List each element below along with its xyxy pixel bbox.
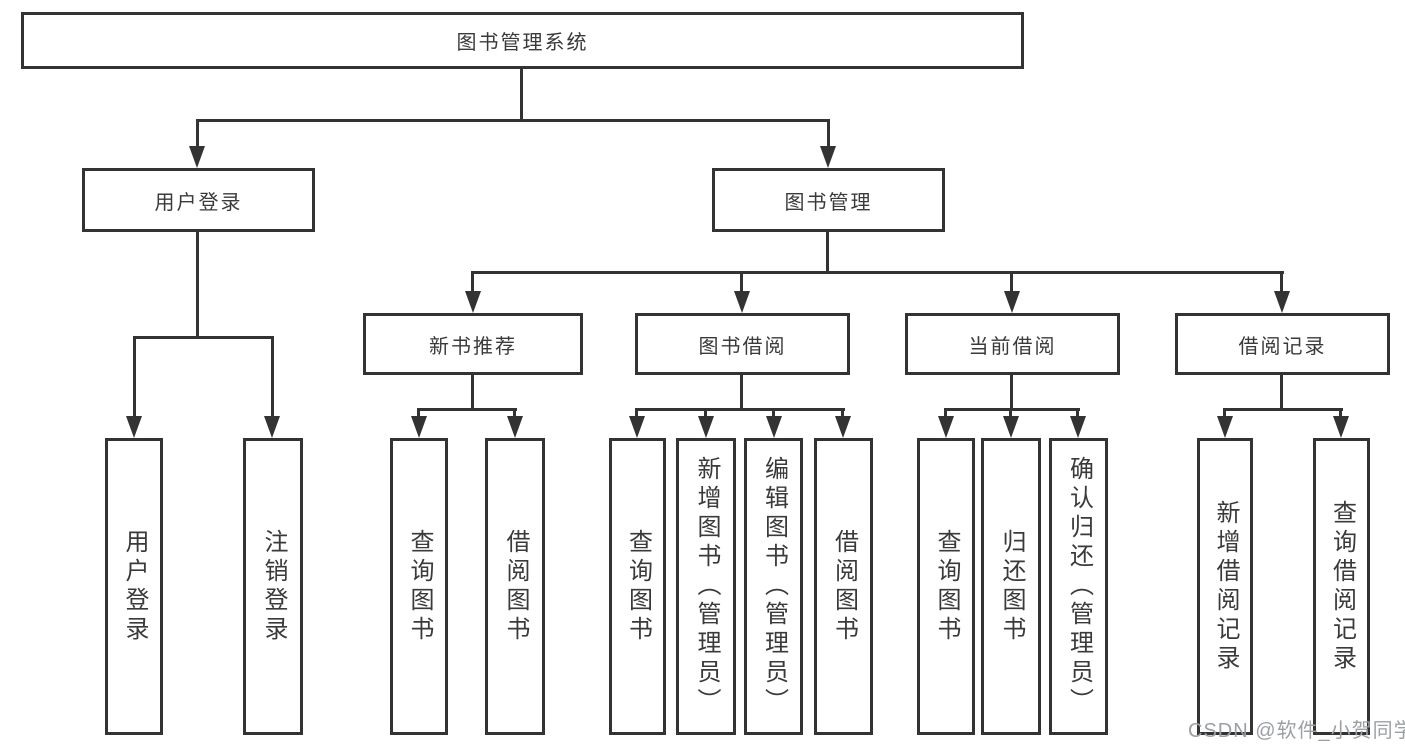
connector-line bbox=[841, 408, 844, 422]
arrowhead-down-icon bbox=[126, 416, 142, 438]
leaf-query-books-borrow-label: 查询图书 bbox=[624, 528, 652, 645]
leaf-edit-book-admin: 编辑图书（管理员） bbox=[744, 438, 803, 735]
node-user-login: 用户登录 bbox=[82, 168, 315, 232]
connector-line bbox=[196, 119, 830, 122]
connector-line bbox=[417, 408, 517, 411]
node-current-borrow-label: 当前借阅 bbox=[968, 335, 1057, 358]
leaf-add-book-admin-label: 新增图书（管理员） bbox=[693, 456, 720, 717]
leaf-query-books-current-label: 查询图书 bbox=[933, 528, 960, 645]
leaf-query-borrow-record: 查询借阅记录 bbox=[1313, 438, 1370, 735]
connector-line bbox=[471, 375, 474, 411]
arrowhead-down-icon bbox=[1217, 416, 1233, 438]
leaf-query-borrow-record-label: 查询借阅记录 bbox=[1328, 499, 1356, 674]
node-new-book-recommend: 新书推荐 bbox=[363, 313, 583, 375]
node-current-borrow: 当前借阅 bbox=[905, 313, 1120, 375]
leaf-logout: 注销登录 bbox=[243, 438, 303, 735]
connector-line bbox=[1010, 375, 1013, 411]
connector-line bbox=[944, 408, 1080, 411]
arrowhead-down-icon bbox=[411, 416, 427, 438]
leaf-confirm-return-admin-label: 确认归还（管理员） bbox=[1065, 456, 1093, 717]
arrowhead-down-icon bbox=[189, 146, 205, 168]
leaf-query-books-recommend: 查询图书 bbox=[390, 438, 448, 735]
arrowhead-down-icon bbox=[734, 291, 750, 313]
connector-line bbox=[826, 232, 829, 274]
arrowhead-down-icon bbox=[835, 416, 851, 438]
arrowhead-down-icon bbox=[1004, 291, 1020, 313]
connector-line bbox=[271, 336, 274, 416]
connector-line bbox=[133, 336, 136, 416]
connector-line bbox=[196, 119, 199, 152]
node-root-label: 图书管理系统 bbox=[456, 32, 589, 54]
leaf-add-borrow-record: 新增借阅记录 bbox=[1197, 438, 1253, 735]
connector-line bbox=[471, 271, 1284, 274]
arrowhead-down-icon bbox=[820, 146, 836, 168]
leaf-query-books-recommend-label: 查询图书 bbox=[406, 528, 433, 645]
connector-line bbox=[1339, 408, 1342, 422]
leaf-borrow-books-recommend: 借阅图书 bbox=[485, 438, 545, 735]
leaf-return-book: 归还图书 bbox=[981, 438, 1041, 735]
leaf-borrow-books-recommend-label: 借阅图书 bbox=[502, 528, 529, 645]
connector-line bbox=[635, 408, 638, 422]
arrowhead-down-icon bbox=[698, 416, 714, 438]
connector-line bbox=[513, 408, 516, 422]
leaf-borrow-books-label: 借阅图书 bbox=[830, 528, 858, 645]
connector-line bbox=[740, 375, 743, 411]
node-borrow-records: 借阅记录 bbox=[1175, 313, 1390, 375]
node-new-book-recommend-label: 新书推荐 bbox=[429, 335, 517, 358]
connector-line bbox=[704, 408, 707, 422]
arrowhead-down-icon bbox=[465, 291, 481, 313]
connector-line bbox=[1076, 408, 1079, 422]
leaf-return-book-label: 归还图书 bbox=[998, 528, 1025, 645]
arrowhead-down-icon bbox=[629, 416, 645, 438]
node-book-management: 图书管理 bbox=[712, 168, 945, 232]
arrowhead-down-icon bbox=[1274, 291, 1290, 313]
connector-line bbox=[471, 271, 474, 295]
connector-line bbox=[944, 408, 947, 422]
connector-line bbox=[1009, 408, 1012, 422]
connector-line bbox=[520, 69, 523, 119]
connector-line bbox=[740, 271, 743, 295]
connector-line bbox=[417, 408, 420, 422]
node-root: 图书管理系统 bbox=[21, 12, 1024, 69]
connector-line bbox=[635, 408, 845, 411]
arrowhead-down-icon bbox=[1070, 416, 1086, 438]
arrowhead-down-icon bbox=[1003, 416, 1019, 438]
leaf-borrow-books: 借阅图书 bbox=[814, 438, 873, 735]
connector-line bbox=[1223, 408, 1226, 422]
arrowhead-down-icon bbox=[938, 416, 954, 438]
connector-line bbox=[772, 408, 775, 422]
connector-line bbox=[196, 232, 199, 339]
node-book-management-label: 图书管理 bbox=[784, 191, 873, 214]
arrowhead-down-icon bbox=[264, 416, 280, 438]
connector-line bbox=[133, 336, 274, 339]
connector-line bbox=[1280, 375, 1283, 411]
leaf-edit-book-admin-label: 编辑图书（管理员） bbox=[760, 456, 788, 717]
csdn-watermark: CSDN @软件_小贺同学 bbox=[1188, 720, 1405, 742]
leaf-query-books-borrow: 查询图书 bbox=[609, 438, 666, 735]
connector-line bbox=[1010, 271, 1013, 295]
node-book-borrow-label: 图书借阅 bbox=[698, 335, 787, 358]
arrowhead-down-icon bbox=[1333, 416, 1349, 438]
leaf-user-login-label: 用户登录 bbox=[121, 528, 148, 645]
leaf-confirm-return-admin: 确认归还（管理员） bbox=[1049, 438, 1108, 735]
leaf-query-books-current: 查询图书 bbox=[917, 438, 975, 735]
node-borrow-records-label: 借阅记录 bbox=[1238, 335, 1327, 358]
node-book-borrow: 图书借阅 bbox=[635, 313, 850, 375]
connector-line bbox=[827, 119, 830, 152]
arrowhead-down-icon bbox=[766, 416, 782, 438]
connector-line bbox=[1223, 408, 1343, 411]
leaf-add-borrow-record-label: 新增借阅记录 bbox=[1212, 499, 1239, 674]
leaf-logout-label: 注销登录 bbox=[260, 528, 287, 645]
node-user-login-label: 用户登录 bbox=[154, 191, 243, 214]
leaf-add-book-admin: 新增图书（管理员） bbox=[676, 438, 736, 735]
arrowhead-down-icon bbox=[507, 416, 523, 438]
connector-line bbox=[1280, 271, 1283, 295]
leaf-user-login: 用户登录 bbox=[105, 438, 163, 735]
